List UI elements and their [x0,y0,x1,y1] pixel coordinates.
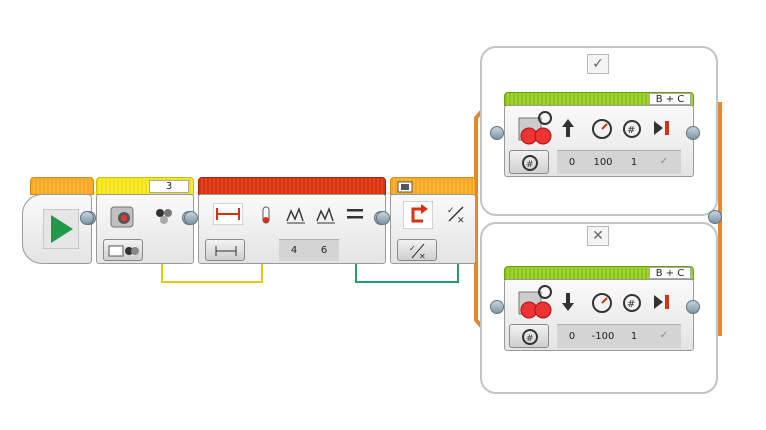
motor-true-output-plug[interactable] [686,126,700,140]
svg-text:#: # [627,125,635,136]
arrow-down-icon [562,293,574,311]
motor-true-mode-button[interactable]: # [509,150,549,174]
equals-icon [347,209,363,219]
true-false-input-icon: ✓ ✕ [447,206,465,225]
case-false-tab[interactable]: ✕ [587,226,609,246]
motor-true-input-plug[interactable] [490,126,504,140]
motor-true-header[interactable]: B + C [504,92,694,106]
motor-true-ports[interactable]: B + C [649,93,691,105]
color-mode-icon [156,209,172,224]
switch-input-plug[interactable] [376,211,390,225]
case-true-tab[interactable]: ✓ [587,54,609,74]
svg-text:#: # [627,299,635,310]
upper-bound-icon [316,206,335,224]
sensor-reading-icon [262,206,270,224]
logic-mode-icon: ✓ ✕ [409,243,426,260]
motor-false-block[interactable]: # # 0 -100 1 ✓ [504,279,694,351]
move-steering-icon [518,111,552,145]
svg-text:✓: ✓ [447,206,455,216]
motor-false-rotations[interactable]: 1 [630,331,638,342]
svg-text:✕: ✕ [419,252,426,260]
motor-false-power[interactable]: -100 [591,331,615,342]
svg-text:#: # [526,160,534,170]
brake-icon [654,121,669,135]
motor-false-ports[interactable]: B + C [649,267,691,279]
color-sensor-icon [110,206,134,228]
svg-text:✕: ✕ [457,216,465,225]
compare-params: 4 6 [279,239,339,261]
yellow-data-wire [161,252,263,283]
compare-range-icon [215,246,237,256]
motor-true-params: 0 100 1 ✓ [557,150,681,174]
motor-true-block[interactable]: # # 0 100 1 ✓ [504,105,694,177]
motor-false-steering[interactable]: 0 [568,331,576,342]
compare-input-plug[interactable] [184,211,198,225]
svg-text:#: # [526,334,534,344]
upper-bound-value[interactable]: 6 [320,245,328,256]
sensor-input-plug[interactable] [80,211,94,225]
motor-false-output-plug[interactable] [686,300,700,314]
speed-dial-icon [592,119,612,139]
switch-block-header[interactable] [390,177,476,195]
compare-block[interactable]: 4 6 [198,194,386,264]
switch-merge-plug[interactable] [708,210,722,224]
start-block[interactable] [22,194,92,264]
motor-true-power[interactable]: 100 [593,157,613,168]
compare-block-header[interactable] [198,177,386,195]
move-steering-icon [518,285,552,319]
motor-false-brake-check[interactable]: ✓ [659,330,669,341]
lower-bound-icon [286,206,305,224]
compare-mode-button[interactable] [205,239,245,261]
switch-block[interactable]: ✓ ✕ ✓ ✕ [390,194,476,264]
motor-false-params: 0 -100 1 ✓ [557,324,681,348]
rotations-icon: # [623,120,641,138]
measure-color-mode-button[interactable] [103,239,143,261]
motor-false-mode-button[interactable]: # [509,324,549,348]
start-block-header[interactable] [30,177,94,195]
motor-true-steering[interactable]: 0 [568,157,576,168]
motor-true-rotations[interactable]: 1 [630,157,638,168]
rotations-icon: # [623,294,641,312]
on-for-rotations-icon: # [522,329,538,345]
measure-color-icon [108,245,139,257]
speed-dial-icon [592,293,612,313]
color-sensor-block[interactable] [96,194,194,264]
sensor-port-value[interactable]: 3 [149,180,189,193]
motor-true-brake-check[interactable]: ✓ [659,156,669,167]
color-sensor-header[interactable]: 3 [96,177,194,195]
distance-icon [213,203,243,225]
switch-mode-button[interactable]: ✓ ✕ [397,239,437,261]
green-data-wire [355,258,459,283]
play-icon [43,209,79,249]
svg-text:✓: ✓ [409,244,416,253]
motor-false-input-plug[interactable] [490,300,504,314]
switch-view-icon [397,181,413,193]
logic-switch-icon [403,201,433,229]
lower-bound-value[interactable]: 4 [290,245,298,256]
motor-false-header[interactable]: B + C [504,266,694,280]
on-for-rotations-icon: # [522,155,538,171]
brake-icon [654,295,669,309]
arrow-up-icon [562,119,574,137]
